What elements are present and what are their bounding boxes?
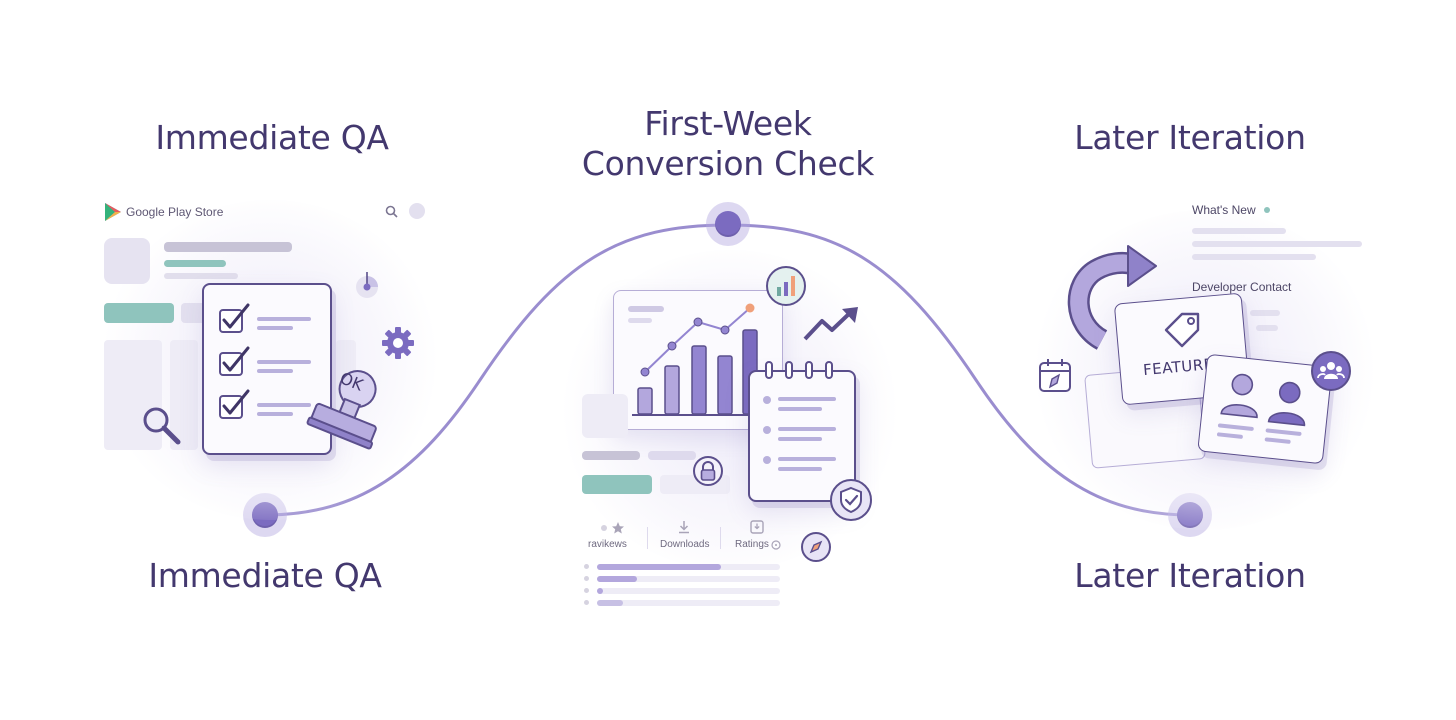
chart-subtitle-bar bbox=[628, 318, 652, 323]
reviews-label: ravikews bbox=[588, 539, 627, 550]
listing-meta-bar bbox=[648, 451, 696, 460]
whats-new-label: What's New bbox=[1192, 203, 1256, 217]
listing-title-bar bbox=[582, 451, 640, 460]
stats-divider-2 bbox=[720, 527, 721, 549]
whats-new-line-2 bbox=[1192, 241, 1362, 247]
tag-icon bbox=[1164, 312, 1200, 348]
store-name: Google Play Store bbox=[126, 205, 224, 219]
reviews-star-icon bbox=[601, 522, 624, 534]
download-icon bbox=[679, 521, 689, 534]
heading-immediate-qa-top: Immediate QA bbox=[155, 118, 389, 157]
rating-dot-2 bbox=[584, 576, 589, 581]
developer-contact-label: Developer Contact bbox=[1192, 280, 1292, 294]
app-icon-placeholder bbox=[104, 238, 150, 284]
calendar-icon bbox=[1039, 359, 1071, 392]
rating-track-4 bbox=[597, 600, 780, 606]
chart-title-bar bbox=[628, 306, 664, 312]
magnifier-icon bbox=[143, 407, 181, 445]
search-icon[interactable] bbox=[385, 205, 399, 219]
conversion-bar-chart bbox=[632, 303, 768, 416]
pie-icon bbox=[356, 272, 378, 298]
curved-arrow-icon bbox=[1067, 245, 1157, 350]
checklist-items bbox=[219, 303, 311, 419]
rating-track-2 bbox=[597, 576, 780, 582]
contact-avatars bbox=[1216, 373, 1306, 444]
whats-new-line-1 bbox=[1192, 228, 1286, 234]
rating-track-3 bbox=[597, 588, 780, 594]
stats-divider-1 bbox=[647, 527, 648, 549]
ratings-label: Ratings bbox=[735, 539, 769, 550]
listing-install-bar bbox=[582, 475, 652, 494]
app-developer-bar bbox=[164, 260, 226, 267]
timeline-node-first-week bbox=[706, 202, 750, 246]
rating-fill-2 bbox=[597, 576, 637, 582]
rating-fill-3 bbox=[597, 588, 603, 594]
gear-icon bbox=[382, 327, 414, 359]
lock-icon bbox=[693, 456, 723, 486]
secondary-button-placeholder bbox=[181, 303, 207, 323]
app-meta-bar bbox=[164, 273, 238, 279]
developer-contact-line-2 bbox=[1256, 325, 1278, 331]
heading-immediate-qa-bottom: Immediate QA bbox=[148, 556, 382, 595]
heading-conversion-check: Conversion Check bbox=[581, 144, 875, 183]
compass-icon bbox=[801, 532, 831, 562]
ratings-box-icon bbox=[750, 520, 764, 534]
heading-later-iteration-bottom: Later Iteration bbox=[1074, 556, 1306, 595]
shield-check-icon bbox=[830, 479, 872, 521]
rating-dot-3 bbox=[584, 588, 589, 593]
install-button-placeholder bbox=[104, 303, 174, 323]
rating-dot-1 bbox=[584, 564, 589, 569]
users-icon bbox=[1311, 351, 1351, 391]
rating-fill-1 bbox=[597, 564, 721, 570]
avatar[interactable] bbox=[409, 203, 425, 219]
heading-later-iteration-top: Later Iteration bbox=[1074, 118, 1306, 157]
heading-first-week: First-Week bbox=[644, 104, 812, 143]
notes-card-details bbox=[763, 361, 836, 471]
screenshot-placeholder-2 bbox=[170, 340, 198, 450]
rating-dot-4 bbox=[584, 600, 589, 605]
play-store-logo-icon bbox=[105, 203, 121, 221]
notes-card bbox=[748, 370, 856, 502]
info-icon bbox=[771, 540, 781, 550]
bar-chart-badge-icon bbox=[766, 266, 806, 306]
developer-contact-line bbox=[1250, 310, 1280, 316]
rating-fill-4 bbox=[597, 600, 623, 606]
whats-new-dot bbox=[1264, 207, 1270, 213]
approval-stamp-icon bbox=[306, 370, 377, 450]
downloads-label: Downloads bbox=[660, 539, 710, 550]
trend-arrow-icon bbox=[803, 307, 858, 341]
app-title-bar bbox=[164, 242, 292, 252]
whats-new-line-3 bbox=[1192, 254, 1316, 260]
listing-icon-placeholder bbox=[582, 394, 628, 438]
